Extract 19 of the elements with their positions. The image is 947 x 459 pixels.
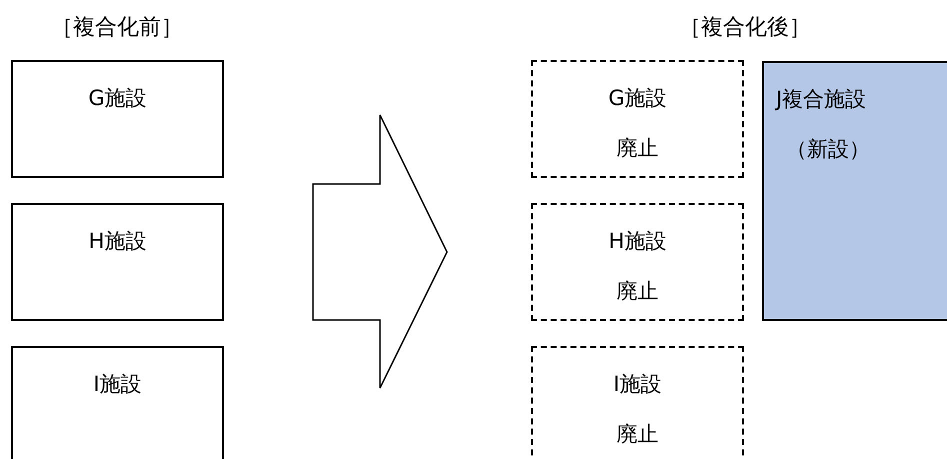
- new-facility-box: [762, 61, 947, 321]
- facility-box: [11, 203, 224, 321]
- status-text: 廃止: [616, 135, 658, 162]
- facility-box: [11, 346, 224, 459]
- status-text: （新設）: [786, 136, 870, 163]
- column-heading: ［複合化後］: [679, 14, 811, 42]
- facility-name: G施設: [608, 85, 667, 112]
- closed-facility-box: [531, 60, 744, 178]
- facility-name: G施設: [88, 85, 147, 112]
- status-text: 廃止: [616, 278, 658, 305]
- column-heading: ［複合化前］: [51, 14, 183, 42]
- facility-name: H施設: [608, 228, 666, 255]
- facility-name: J複合施設: [776, 86, 866, 113]
- facility-box: [11, 60, 224, 178]
- facility-name: I施設: [93, 371, 142, 398]
- facility-name: H施設: [88, 228, 146, 255]
- status-text: 廃止: [616, 421, 658, 448]
- closed-facility-box: [531, 203, 744, 321]
- facility-name: I施設: [613, 371, 662, 398]
